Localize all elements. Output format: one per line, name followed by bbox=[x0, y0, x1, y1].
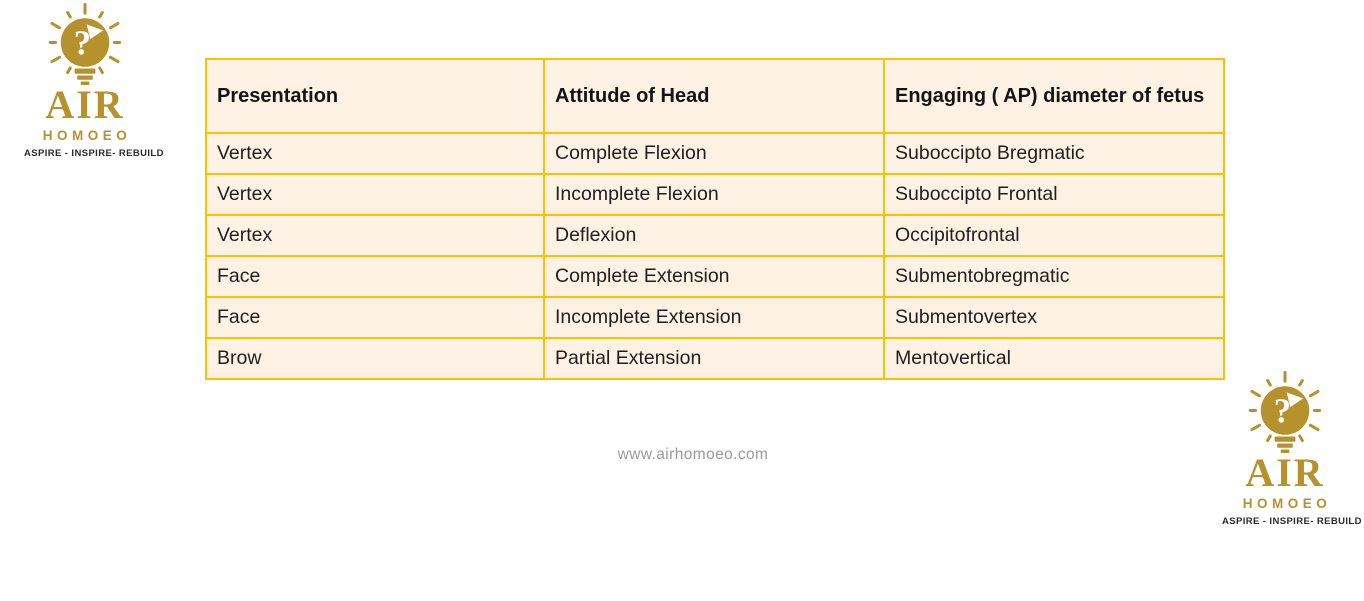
lightbulb-doctor-icon: ? bbox=[48, 2, 122, 85]
table-cell: Mentovertical bbox=[883, 337, 1225, 380]
table-cell: Partial Extension bbox=[543, 337, 885, 380]
table-cell: Vertex bbox=[205, 173, 545, 216]
table-cell: Complete Extension bbox=[543, 255, 885, 298]
header-cell-attitude: Attitude of Head bbox=[543, 58, 885, 134]
header-cell-diameter: Engaging ( AP) diameter of fetus bbox=[883, 58, 1225, 134]
table-cell: Brow bbox=[205, 337, 545, 380]
svg-text:?: ? bbox=[74, 25, 91, 63]
table-cell: Submentovertex bbox=[883, 296, 1225, 339]
header-cell-presentation: Presentation bbox=[205, 58, 545, 134]
table-row: Vertex Deflexion Occipitofrontal bbox=[205, 214, 1225, 257]
table-cell: Deflexion bbox=[543, 214, 885, 257]
table-row: Face Complete Extension Submentobregmati… bbox=[205, 255, 1225, 298]
table-cell: Vertex bbox=[205, 214, 545, 257]
table-cell: Face bbox=[205, 255, 545, 298]
website-url: www.airhomoeo.com bbox=[617, 446, 769, 463]
table-cell: Complete Flexion bbox=[543, 132, 885, 175]
table-row: Vertex Incomplete Flexion Suboccipto Fro… bbox=[205, 173, 1225, 216]
logo-tagline: ASPIRE - INSPIRE- REBUILD bbox=[1222, 516, 1362, 527]
logo-subtitle: HOMOEO bbox=[42, 128, 132, 143]
air-homoeo-logo-bottom-right: ? AIR HOMOEO ASPIRE - INSPIRE- REBUILD bbox=[1222, 370, 1362, 527]
table-cell: Suboccipto Frontal bbox=[883, 173, 1225, 216]
air-homoeo-logo-top-left: ? AIR HOMOEO ASPIRE - INSPIRE- REBUILD bbox=[24, 2, 164, 159]
table-row: Face Incomplete Extension Submentovertex bbox=[205, 296, 1225, 339]
table-row: Brow Partial Extension Mentovertical bbox=[205, 337, 1225, 380]
fetal-presentation-table: Presentation Attitude of Head Engaging (… bbox=[205, 58, 1225, 380]
logo-wordmark: AIR bbox=[45, 82, 125, 127]
logo-subtitle: HOMOEO bbox=[1242, 496, 1332, 511]
table-row: Vertex Complete Flexion Suboccipto Bregm… bbox=[205, 132, 1225, 175]
logo-wordmark: AIR bbox=[1245, 450, 1325, 495]
table-cell: Incomplete Flexion bbox=[543, 173, 885, 216]
logo-tagline: ASPIRE - INSPIRE- REBUILD bbox=[24, 148, 164, 159]
table-cell: Face bbox=[205, 296, 545, 339]
header-row: Presentation Attitude of Head Engaging (… bbox=[205, 58, 1225, 134]
table-cell: Submentobregmatic bbox=[883, 255, 1225, 298]
table-cell: Incomplete Extension bbox=[543, 296, 885, 339]
svg-text:?: ? bbox=[1274, 393, 1291, 431]
table-cell: Occipitofrontal bbox=[883, 214, 1225, 257]
table-cell: Suboccipto Bregmatic bbox=[883, 132, 1225, 175]
lightbulb-doctor-icon: ? bbox=[1248, 370, 1322, 453]
table-cell: Vertex bbox=[205, 132, 545, 175]
